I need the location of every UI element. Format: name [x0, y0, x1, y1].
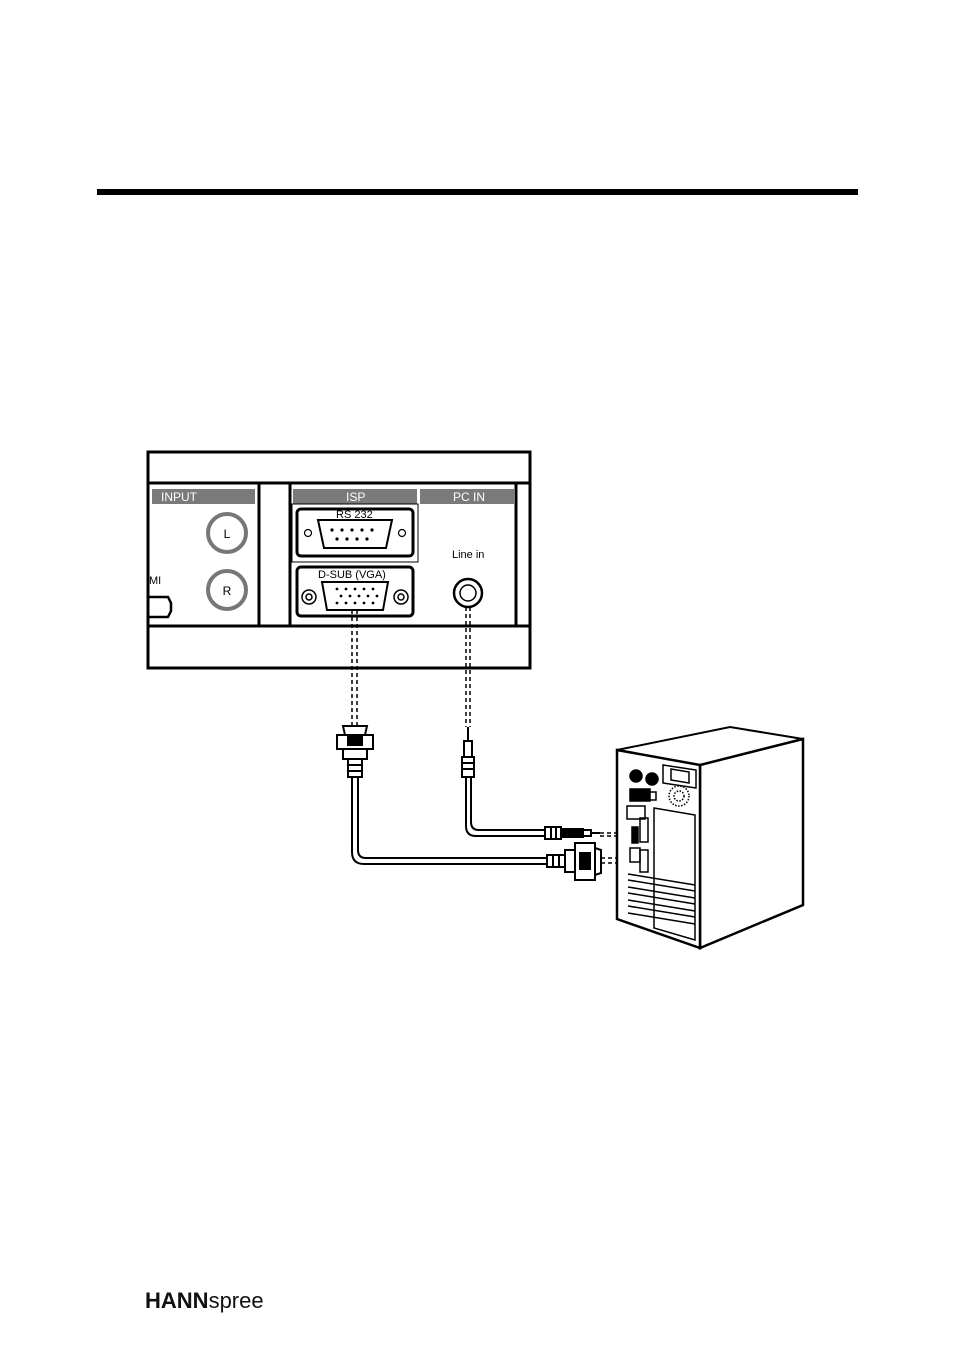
- dsub-label: D-SUB (VGA): [318, 569, 386, 581]
- input-label: INPUT: [161, 490, 198, 504]
- cables: [352, 777, 547, 864]
- audio-right-label: R: [223, 584, 232, 598]
- isp-section: ISP RS 232 D-SUB (VGA): [292, 489, 418, 616]
- rs232-label: RS 232: [336, 509, 373, 521]
- hdmi-port-icon: [149, 597, 171, 617]
- pc-in-label: PC IN: [453, 490, 485, 504]
- isp-label: ISP: [346, 490, 365, 504]
- brand-logo-bold: HANN: [145, 1288, 209, 1313]
- input-section: INPUT L R MI: [149, 489, 255, 617]
- line-in-label: Line in: [452, 549, 484, 561]
- pc-in-section: PC IN Line in: [420, 489, 514, 607]
- vga-cable-plug-end: [547, 843, 601, 880]
- audio-cable-plug-end: [545, 827, 600, 839]
- brand-logo-light: spree: [209, 1288, 264, 1313]
- hdmi-label-fragment: MI: [149, 575, 161, 587]
- audio-left-label: L: [224, 527, 231, 541]
- brand-logo: HANNspree: [145, 1288, 264, 1314]
- audio-cable-plug-top: [462, 727, 474, 777]
- vga-cable-plug-top: [337, 726, 373, 777]
- pc-tower-icon: [617, 727, 803, 948]
- rs232-port-icon: [318, 520, 392, 548]
